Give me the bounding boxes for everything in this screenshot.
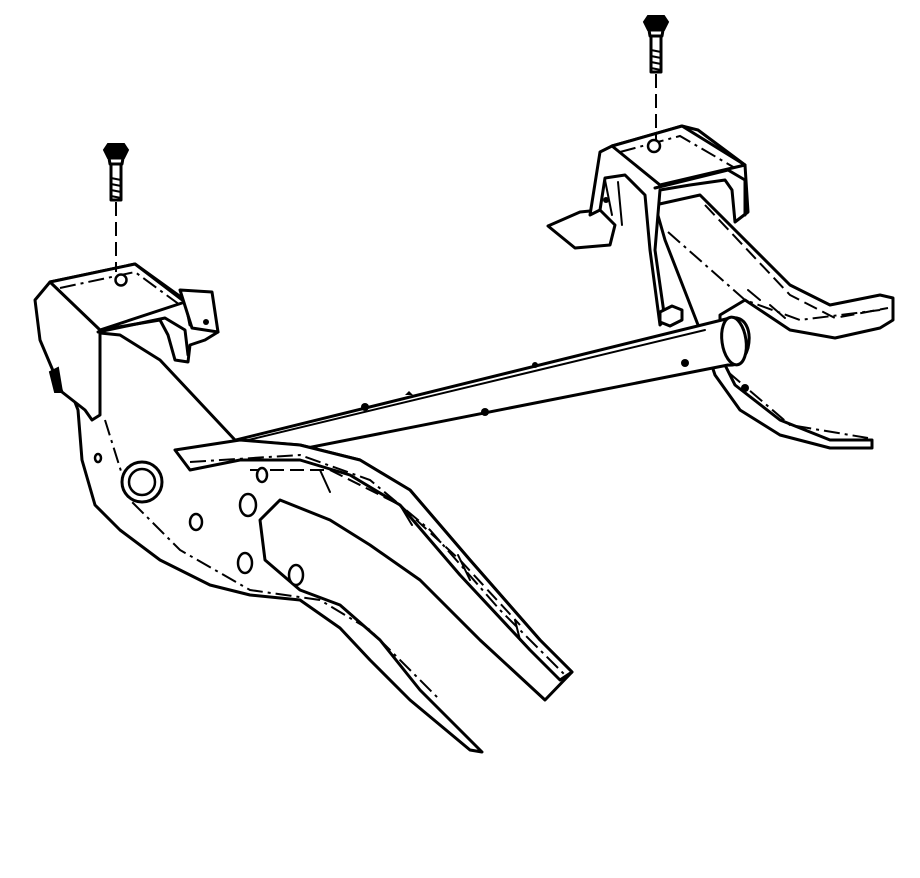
left-frame-rail (53, 328, 574, 754)
bolt-hole (646, 138, 662, 154)
left-mount-bracket (33, 262, 220, 422)
rail-hole (741, 384, 749, 392)
right-bolt (642, 15, 670, 140)
bracket-tab (546, 208, 617, 250)
bolt-head-icon (102, 143, 130, 159)
bolt-head-icon (642, 15, 670, 31)
right-mount-bracket (546, 124, 750, 327)
right-frame-rail (653, 193, 895, 450)
bolt-hole (114, 273, 128, 287)
crossmember (173, 304, 751, 472)
rail-hole (238, 492, 258, 518)
left-bolt (102, 143, 130, 272)
